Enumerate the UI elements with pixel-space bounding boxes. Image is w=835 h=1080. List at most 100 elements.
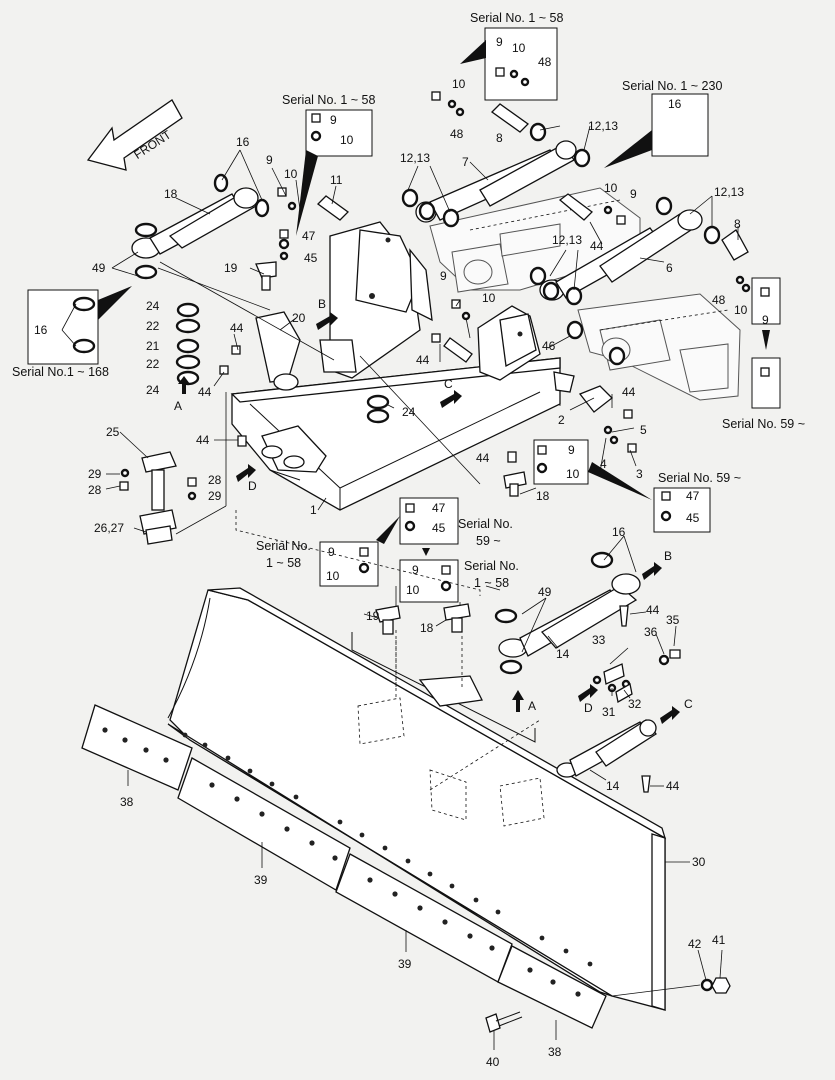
frame-assembly xyxy=(230,221,613,511)
cylinder-18 xyxy=(131,173,270,280)
bolt-34 xyxy=(669,649,681,659)
callout-10-j: 10 xyxy=(406,583,420,597)
callout-37-a: 39 xyxy=(254,873,268,887)
callout-9-c: 9 xyxy=(630,187,637,201)
blade-lift-cylinder-lower xyxy=(556,719,657,793)
callout-9-h: 9 xyxy=(330,113,337,127)
callout-19-b: 19 xyxy=(366,609,380,623)
callout-8-a: 8 xyxy=(496,131,503,145)
serial-label-59-box: Serial No. 59 ~ xyxy=(658,471,741,485)
callout-32: 32 xyxy=(628,697,642,711)
callout-3: 3 xyxy=(636,467,643,481)
callout-18: 18 xyxy=(164,187,178,201)
cutting-edge-36-right xyxy=(497,945,607,1029)
callout-15: 16 xyxy=(668,97,682,111)
leader-lines xyxy=(61,125,739,1050)
callout-45: 47 xyxy=(302,229,316,243)
callout-41-f: 44 xyxy=(476,451,490,465)
callout-41-a: 44 xyxy=(230,321,244,335)
washer-40 xyxy=(700,978,714,992)
callout-12-13-c: 12,13 xyxy=(714,185,744,199)
serial-box-lower-left xyxy=(319,516,400,587)
callout-33: 33 xyxy=(592,633,606,647)
serial-label-left: Serial No. 1 ~ 58 xyxy=(282,93,376,107)
serial-label-230: Serial No. 1 ~ 230 xyxy=(622,79,722,93)
callout-43-b: 45 xyxy=(686,511,700,525)
callout-37-b: 39 xyxy=(398,957,412,971)
arrow-letter-b-lower: B xyxy=(664,549,672,563)
callout-1: 1 xyxy=(310,503,317,517)
serial-labels: Serial No. 1 ~ 58 Serial No. 1 ~ 58 Seri… xyxy=(12,11,805,590)
callout-16-box: 16 xyxy=(34,323,48,337)
serial-box-top xyxy=(460,27,558,101)
pin-8-upper xyxy=(490,103,530,133)
callout-25: 25 xyxy=(106,425,120,439)
part-number-callouts: 16 18 49 16 9 10 11 47 45 19 20 24 22 21… xyxy=(34,35,769,1069)
callout-47-c: 48 xyxy=(538,55,552,69)
callout-42-b: 44 xyxy=(646,603,660,617)
callout-42-a: 44 xyxy=(196,433,210,447)
callout-9-i: 9 xyxy=(328,545,335,559)
serial-label-lower-right-1: Serial No. xyxy=(464,559,519,573)
pin-49-left xyxy=(443,337,473,363)
callout-40: 42 xyxy=(688,937,702,951)
callout-10-b: 10 xyxy=(452,77,466,91)
pin-8-right xyxy=(721,229,749,261)
callout-24-c: 24 xyxy=(402,405,416,419)
callout-21: 21 xyxy=(146,339,160,353)
bracket-17-lower xyxy=(443,603,471,633)
callout-43-c: 45 xyxy=(432,521,446,535)
pin-11 xyxy=(317,195,349,221)
callout-48: 49 xyxy=(92,261,106,275)
serial-box-left xyxy=(296,109,373,236)
pin-49-right xyxy=(558,193,593,221)
callout-10-e: 10 xyxy=(482,291,496,305)
serial-label-59-line1: Serial No. xyxy=(458,517,513,531)
serial-label-lower-left-1: Serial No. xyxy=(256,539,311,553)
serial-label-lower-right-2: 1 ~ 58 xyxy=(474,576,509,590)
callout-43: 45 xyxy=(304,251,318,265)
callout-19: 19 xyxy=(224,261,238,275)
washer-35 xyxy=(658,654,670,666)
callout-36-a: 38 xyxy=(120,795,134,809)
callout-24-a: 24 xyxy=(146,299,160,313)
callout-42-c: 44 xyxy=(666,779,680,793)
arrow-letter-b-upper: B xyxy=(318,297,326,311)
callout-41-b: 44 xyxy=(198,385,212,399)
callout-7: 7 xyxy=(462,155,469,169)
callout-28-b: 28 xyxy=(208,473,222,487)
callout-35: 36 xyxy=(644,625,658,639)
callout-41-d: 44 xyxy=(416,353,430,367)
callout-20: 20 xyxy=(292,311,306,325)
serial-label-top: Serial No. 1 ~ 58 xyxy=(470,11,564,25)
callout-24-b: 24 xyxy=(146,383,160,397)
callout-11: 11 xyxy=(330,173,343,187)
nut-39 xyxy=(711,977,731,994)
callout-30: 30 xyxy=(692,855,706,869)
callout-41-c: 44 xyxy=(590,239,604,253)
callout-22-b: 22 xyxy=(146,357,160,371)
callout-45-b: 47 xyxy=(686,489,700,503)
serial-box-59-right2 xyxy=(653,487,711,533)
serial-box-lower-right xyxy=(399,559,459,603)
callout-16: 16 xyxy=(236,135,250,149)
bolt-38 xyxy=(485,1011,523,1033)
blade-lift-cylinder-upper xyxy=(494,551,641,675)
callout-5: 5 xyxy=(640,423,647,437)
serial-label-59-right: Serial No. 59 ~ xyxy=(722,417,805,431)
callout-38: 40 xyxy=(486,1055,500,1069)
callout-10-i: 10 xyxy=(326,569,340,583)
callout-45-c: 47 xyxy=(432,501,446,515)
callout-2: 2 xyxy=(558,413,565,427)
callout-17-a: 18 xyxy=(536,489,550,503)
callout-26-27: 26,27 xyxy=(94,521,124,535)
callout-36-b: 38 xyxy=(548,1045,562,1059)
callout-14-a: 14 xyxy=(556,647,570,661)
callout-39: 41 xyxy=(712,933,726,947)
serial-box-59-mid xyxy=(533,439,652,500)
callout-4: 4 xyxy=(600,457,607,471)
callout-9-j: 9 xyxy=(412,563,419,577)
callout-9-f: 9 xyxy=(568,443,575,457)
serial-label-168: Serial No.1 ~ 168 xyxy=(12,365,109,379)
serial-box-168 xyxy=(27,286,132,365)
